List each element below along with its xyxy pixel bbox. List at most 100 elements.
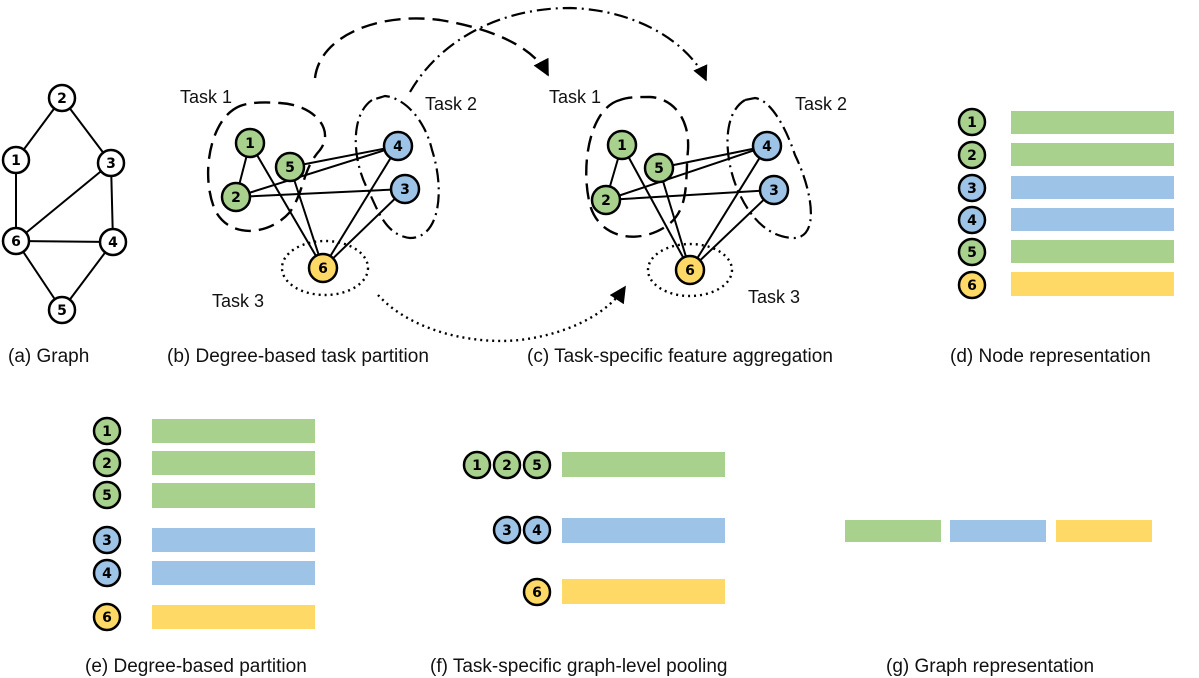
node-circle: [957, 107, 987, 137]
node-rep-row-4: 4: [957, 205, 1174, 235]
edge-4-6: [689, 145, 768, 271]
graph-b-node-4: 4: [382, 130, 414, 162]
node-rep-bar: [1011, 272, 1174, 296]
partition-row-1: 1: [92, 416, 315, 446]
partition-row-6: 6: [92, 602, 315, 632]
task1-outline-b: [206, 101, 327, 233]
task-label-c-1: Task 1: [549, 87, 601, 107]
edge-4-6: [322, 145, 399, 269]
graph-a-edges: [15, 97, 114, 311]
partition-row-2: 2: [92, 448, 315, 478]
node-circle: [606, 129, 638, 161]
panel-c-feature-aggregation: 1 2 5 4 3 6 Task 1 Task 2 Task 3 (c) Tas…: [527, 87, 847, 367]
graph-rep-segment-yellow: [1056, 520, 1152, 542]
node-number-2: 2: [502, 458, 512, 474]
node-circle: [389, 173, 421, 205]
graph-c-node-4: 4: [751, 130, 783, 162]
node-circle: [522, 577, 552, 607]
node-circle: [522, 450, 552, 480]
graph-a-node-2: 2: [47, 83, 77, 113]
node-number-6: 6: [532, 585, 542, 601]
pooling-row-task2: 4 3: [492, 515, 725, 545]
node-circle: [274, 151, 306, 183]
node-rep-row-2: 2: [957, 140, 1174, 170]
node-number-2: 2: [231, 190, 241, 206]
node-rep-bar: [1011, 143, 1174, 166]
node-circle: [92, 480, 122, 510]
pooling-bar: [562, 452, 725, 477]
caption-d: (d) Node representation: [950, 346, 1151, 367]
node-rep-row-1: 1: [957, 107, 1174, 137]
task-label-b-3: Task 3: [212, 291, 264, 311]
task2-transfer-arrow: [409, 6, 708, 93]
node-number-4: 4: [108, 235, 118, 251]
node-number-4: 4: [967, 213, 977, 229]
task-label-c-2: Task 2: [795, 94, 847, 114]
node-number-5: 5: [967, 245, 977, 261]
node-rep-bar: [1011, 176, 1174, 199]
graph-c-node-5: 5: [643, 152, 675, 184]
transition-arrows: [313, 6, 708, 343]
node-number-6: 6: [102, 610, 112, 626]
graph-c-node-3: 3: [758, 174, 790, 206]
node-circle: [492, 450, 522, 480]
pooling-row-task1: 5 2 1: [462, 450, 725, 480]
edge-4-2: [235, 145, 399, 198]
node-number-1: 1: [11, 153, 21, 169]
node-number-3: 3: [106, 156, 116, 172]
graph-a-node-4: 4: [98, 227, 128, 257]
panel-g-graph-representation: (g) Graph representation: [845, 520, 1152, 677]
partition-bar: [152, 528, 315, 552]
node-number-1: 1: [102, 424, 112, 440]
node-number-1: 1: [617, 138, 627, 154]
node-circle: [957, 173, 987, 203]
node-circle: [47, 83, 77, 113]
graph-c-edges: [605, 144, 775, 271]
task1-transfer-arrow: [313, 17, 550, 79]
node-circle: [382, 130, 414, 162]
node-number-1: 1: [472, 458, 482, 474]
node-number-5: 5: [57, 303, 67, 319]
node-circle: [92, 448, 122, 478]
graph-a-node-6: 6: [1, 226, 31, 256]
node-rep-row-6: 6: [957, 270, 1174, 300]
task-label-b-1: Task 1: [180, 87, 232, 107]
node-circle: [758, 174, 790, 206]
node-number-5: 5: [532, 458, 542, 474]
node-circle: [957, 270, 987, 300]
node-number-2: 2: [601, 193, 611, 209]
partition-row-5: 5: [92, 480, 315, 510]
node-rep-bar: [1011, 208, 1174, 231]
graph-rep-segment-blue: [950, 520, 1046, 542]
edge-5-6: [658, 167, 691, 271]
node-circle: [957, 140, 987, 170]
node-circle: [957, 237, 987, 267]
node-number-1: 1: [967, 115, 977, 131]
node-number-5: 5: [654, 161, 664, 177]
node-number-5: 5: [102, 488, 112, 504]
pooling-row-task3: 6: [522, 577, 725, 607]
node-circle: [92, 416, 122, 446]
node-number-2: 2: [57, 91, 67, 107]
edge-2-3: [605, 189, 775, 201]
node-circle: [1, 145, 31, 175]
node-number-4: 4: [532, 523, 542, 539]
edge-5-4: [658, 145, 768, 169]
panel-a-graph: 2 1 3 6 4 5 (a) Graph: [1, 83, 128, 367]
partition-bar: [152, 483, 315, 508]
caption-g: (g) Graph representation: [886, 656, 1094, 677]
node-number-5: 5: [285, 160, 295, 176]
task3-outline-b: [280, 239, 370, 297]
panel-f-graph-pooling: 5 2 1 4 3 6 (f) Task-specific graph-leve…: [430, 450, 727, 677]
node-circle: [751, 130, 783, 162]
partition-bar: [152, 561, 315, 585]
task-label-b-2: Task 2: [425, 94, 477, 114]
node-rep-row-3: 3: [957, 173, 1174, 203]
edge-3-6: [689, 189, 775, 271]
task2-outline-c: [726, 96, 812, 240]
edge-1-6: [621, 144, 691, 271]
node-rep-bar: [1011, 111, 1174, 134]
node-number-2: 2: [102, 456, 112, 472]
node-circle: [92, 602, 122, 632]
